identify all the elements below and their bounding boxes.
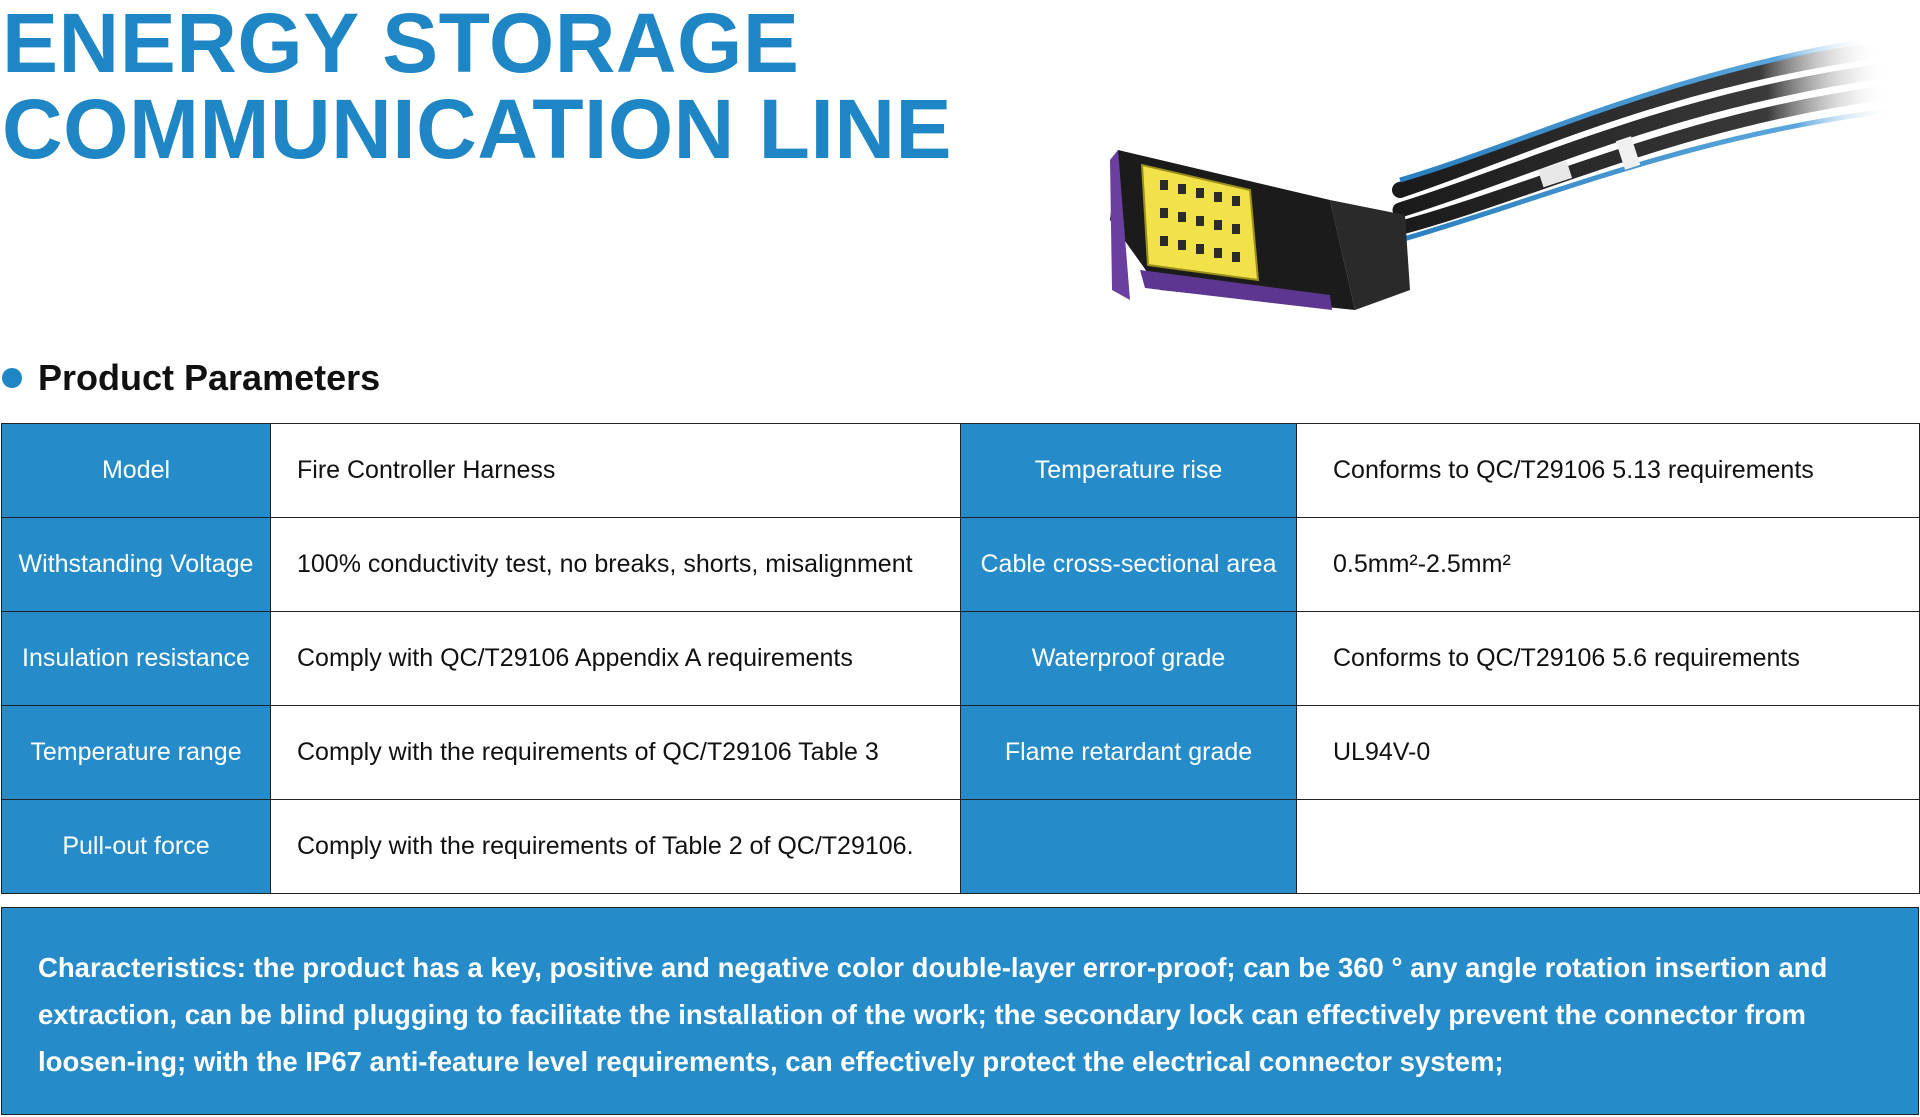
param-label	[960, 799, 1297, 894]
parameters-table: Model Fire Controller Harness Temperatur…	[1, 423, 1920, 894]
param-label: Cable cross-sectional area	[960, 517, 1297, 612]
param-value: Comply with the requirements of Table 2 …	[270, 799, 961, 894]
param-label: Insulation resistance	[1, 611, 271, 706]
param-label: Waterproof grade	[960, 611, 1297, 706]
param-value: Conforms to QC/T29106 5.6 requirements	[1296, 611, 1920, 706]
param-value: Comply with the requirements of QC/T2910…	[270, 705, 961, 800]
param-label: Withstanding Voltage	[1, 517, 271, 612]
page-title: ENERGY STORAGE COMMUNICATION LINE	[2, 0, 952, 172]
param-label: Temperature range	[1, 705, 271, 800]
section-header: Product Parameters	[0, 353, 380, 403]
connector-harness-image	[1110, 40, 1898, 310]
param-label: Model	[1, 423, 271, 518]
param-value: 100% conductivity test, no breaks, short…	[270, 517, 961, 612]
table-row: Insulation resistance Comply with QC/T29…	[1, 611, 1920, 706]
table-row: Temperature range Comply with the requir…	[1, 705, 1920, 800]
section-title: Product Parameters	[38, 357, 381, 398]
param-label: Temperature rise	[960, 423, 1297, 518]
param-value: UL94V-0	[1296, 705, 1920, 800]
param-value: 0.5mm²-2.5mm²	[1296, 517, 1920, 612]
param-value: Comply with QC/T29106 Appendix A require…	[270, 611, 961, 706]
characteristics-box: Characteristics: the product has a key, …	[1, 907, 1919, 1115]
param-label: Flame retardant grade	[960, 705, 1297, 800]
table-row: Model Fire Controller Harness Temperatur…	[1, 423, 1920, 518]
param-value: Fire Controller Harness	[270, 423, 961, 518]
table-row: Pull-out force Comply with the requireme…	[1, 799, 1920, 894]
bullet-icon	[2, 368, 22, 388]
param-value: Conforms to QC/T29106 5.13 requirements	[1296, 423, 1920, 518]
title-line-1: ENERGY STORAGE	[2, 0, 800, 90]
table-row: Withstanding Voltage 100% conductivity t…	[1, 517, 1920, 612]
param-label: Pull-out force	[1, 799, 271, 894]
title-line-2: COMMUNICATION LINE	[2, 82, 953, 176]
param-value	[1296, 799, 1920, 894]
